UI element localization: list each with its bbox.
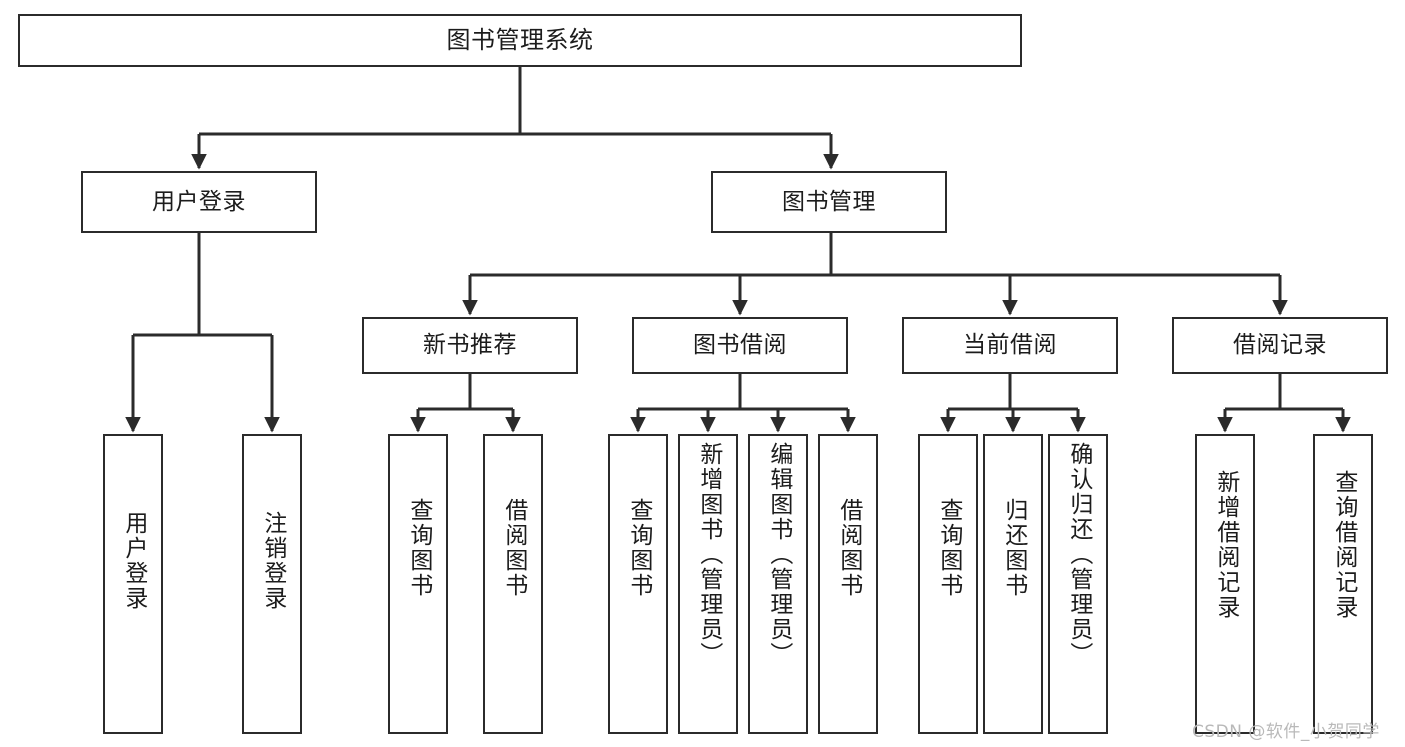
leaf-user-login[interactable]: 用户登录 — [103, 434, 163, 734]
node-label: 确认归还（管理员） — [1065, 442, 1092, 667]
node-borrow-record[interactable]: 借阅记录 — [1172, 317, 1388, 374]
edges-root-to-level2 — [191, 67, 839, 170]
leaf-borrow-book-recommend[interactable]: 借阅图书 — [483, 434, 543, 734]
node-new-book-recommend[interactable]: 新书推荐 — [362, 317, 578, 374]
node-label: 注销登录 — [259, 511, 286, 611]
leaf-confirm-return-admin[interactable]: 确认归还（管理员） — [1048, 434, 1108, 734]
leaf-query-book-borrow[interactable]: 查询图书 — [608, 434, 668, 734]
node-label: 图书管理系统 — [446, 25, 594, 54]
node-book-borrow[interactable]: 图书借阅 — [632, 317, 848, 374]
leaf-query-borrow-record[interactable]: 查询借阅记录 — [1313, 434, 1373, 734]
edges-newbook-to-leaves — [410, 374, 521, 433]
node-label: 图书管理 — [782, 188, 876, 215]
node-label: 查询图书 — [405, 498, 432, 598]
leaf-borrow-book[interactable]: 借阅图书 — [818, 434, 878, 734]
node-label: 图书借阅 — [693, 332, 787, 359]
edges-userlogin-to-leaves — [125, 233, 280, 433]
node-label: 新增借阅记录 — [1212, 470, 1239, 620]
leaf-return-book[interactable]: 归还图书 — [983, 434, 1043, 734]
leaf-add-book-admin[interactable]: 新增图书（管理员） — [678, 434, 738, 734]
leaf-add-borrow-record[interactable]: 新增借阅记录 — [1195, 434, 1255, 734]
node-label: 当前借阅 — [963, 332, 1057, 359]
leaf-query-book-recommend[interactable]: 查询图书 — [388, 434, 448, 734]
node-root-book-management-system[interactable]: 图书管理系统 — [18, 14, 1022, 67]
node-label: 查询图书 — [935, 498, 962, 598]
csdn-watermark: CSDN @软件_小贺同学 — [1192, 722, 1380, 742]
node-label: 查询图书 — [625, 498, 652, 598]
node-label: 借阅图书 — [835, 498, 862, 598]
node-current-borrow[interactable]: 当前借阅 — [902, 317, 1118, 374]
node-book-management[interactable]: 图书管理 — [711, 171, 947, 233]
node-label: 查询借阅记录 — [1330, 470, 1357, 620]
node-label: 用户登录 — [152, 188, 246, 215]
node-label: 借阅记录 — [1233, 332, 1327, 359]
leaf-logout-login[interactable]: 注销登录 — [242, 434, 302, 734]
leaf-query-book-current[interactable]: 查询图书 — [918, 434, 978, 734]
node-label: 新书推荐 — [423, 332, 517, 359]
node-label: 新增图书（管理员） — [695, 442, 722, 667]
edges-bookborrow-to-leaves — [630, 374, 856, 433]
node-user-login[interactable]: 用户登录 — [81, 171, 317, 233]
edges-borrowrecord-to-leaves — [1217, 374, 1351, 433]
node-label: 编辑图书（管理员） — [765, 442, 792, 667]
edges-bookmgmt-to-level3 — [462, 233, 1288, 316]
node-label: 借阅图书 — [500, 498, 527, 598]
node-label: 归还图书 — [1000, 498, 1027, 598]
node-label: 用户登录 — [120, 511, 147, 611]
leaf-edit-book-admin[interactable]: 编辑图书（管理员） — [748, 434, 808, 734]
edges-currentborrow-to-leaves — [940, 374, 1086, 433]
